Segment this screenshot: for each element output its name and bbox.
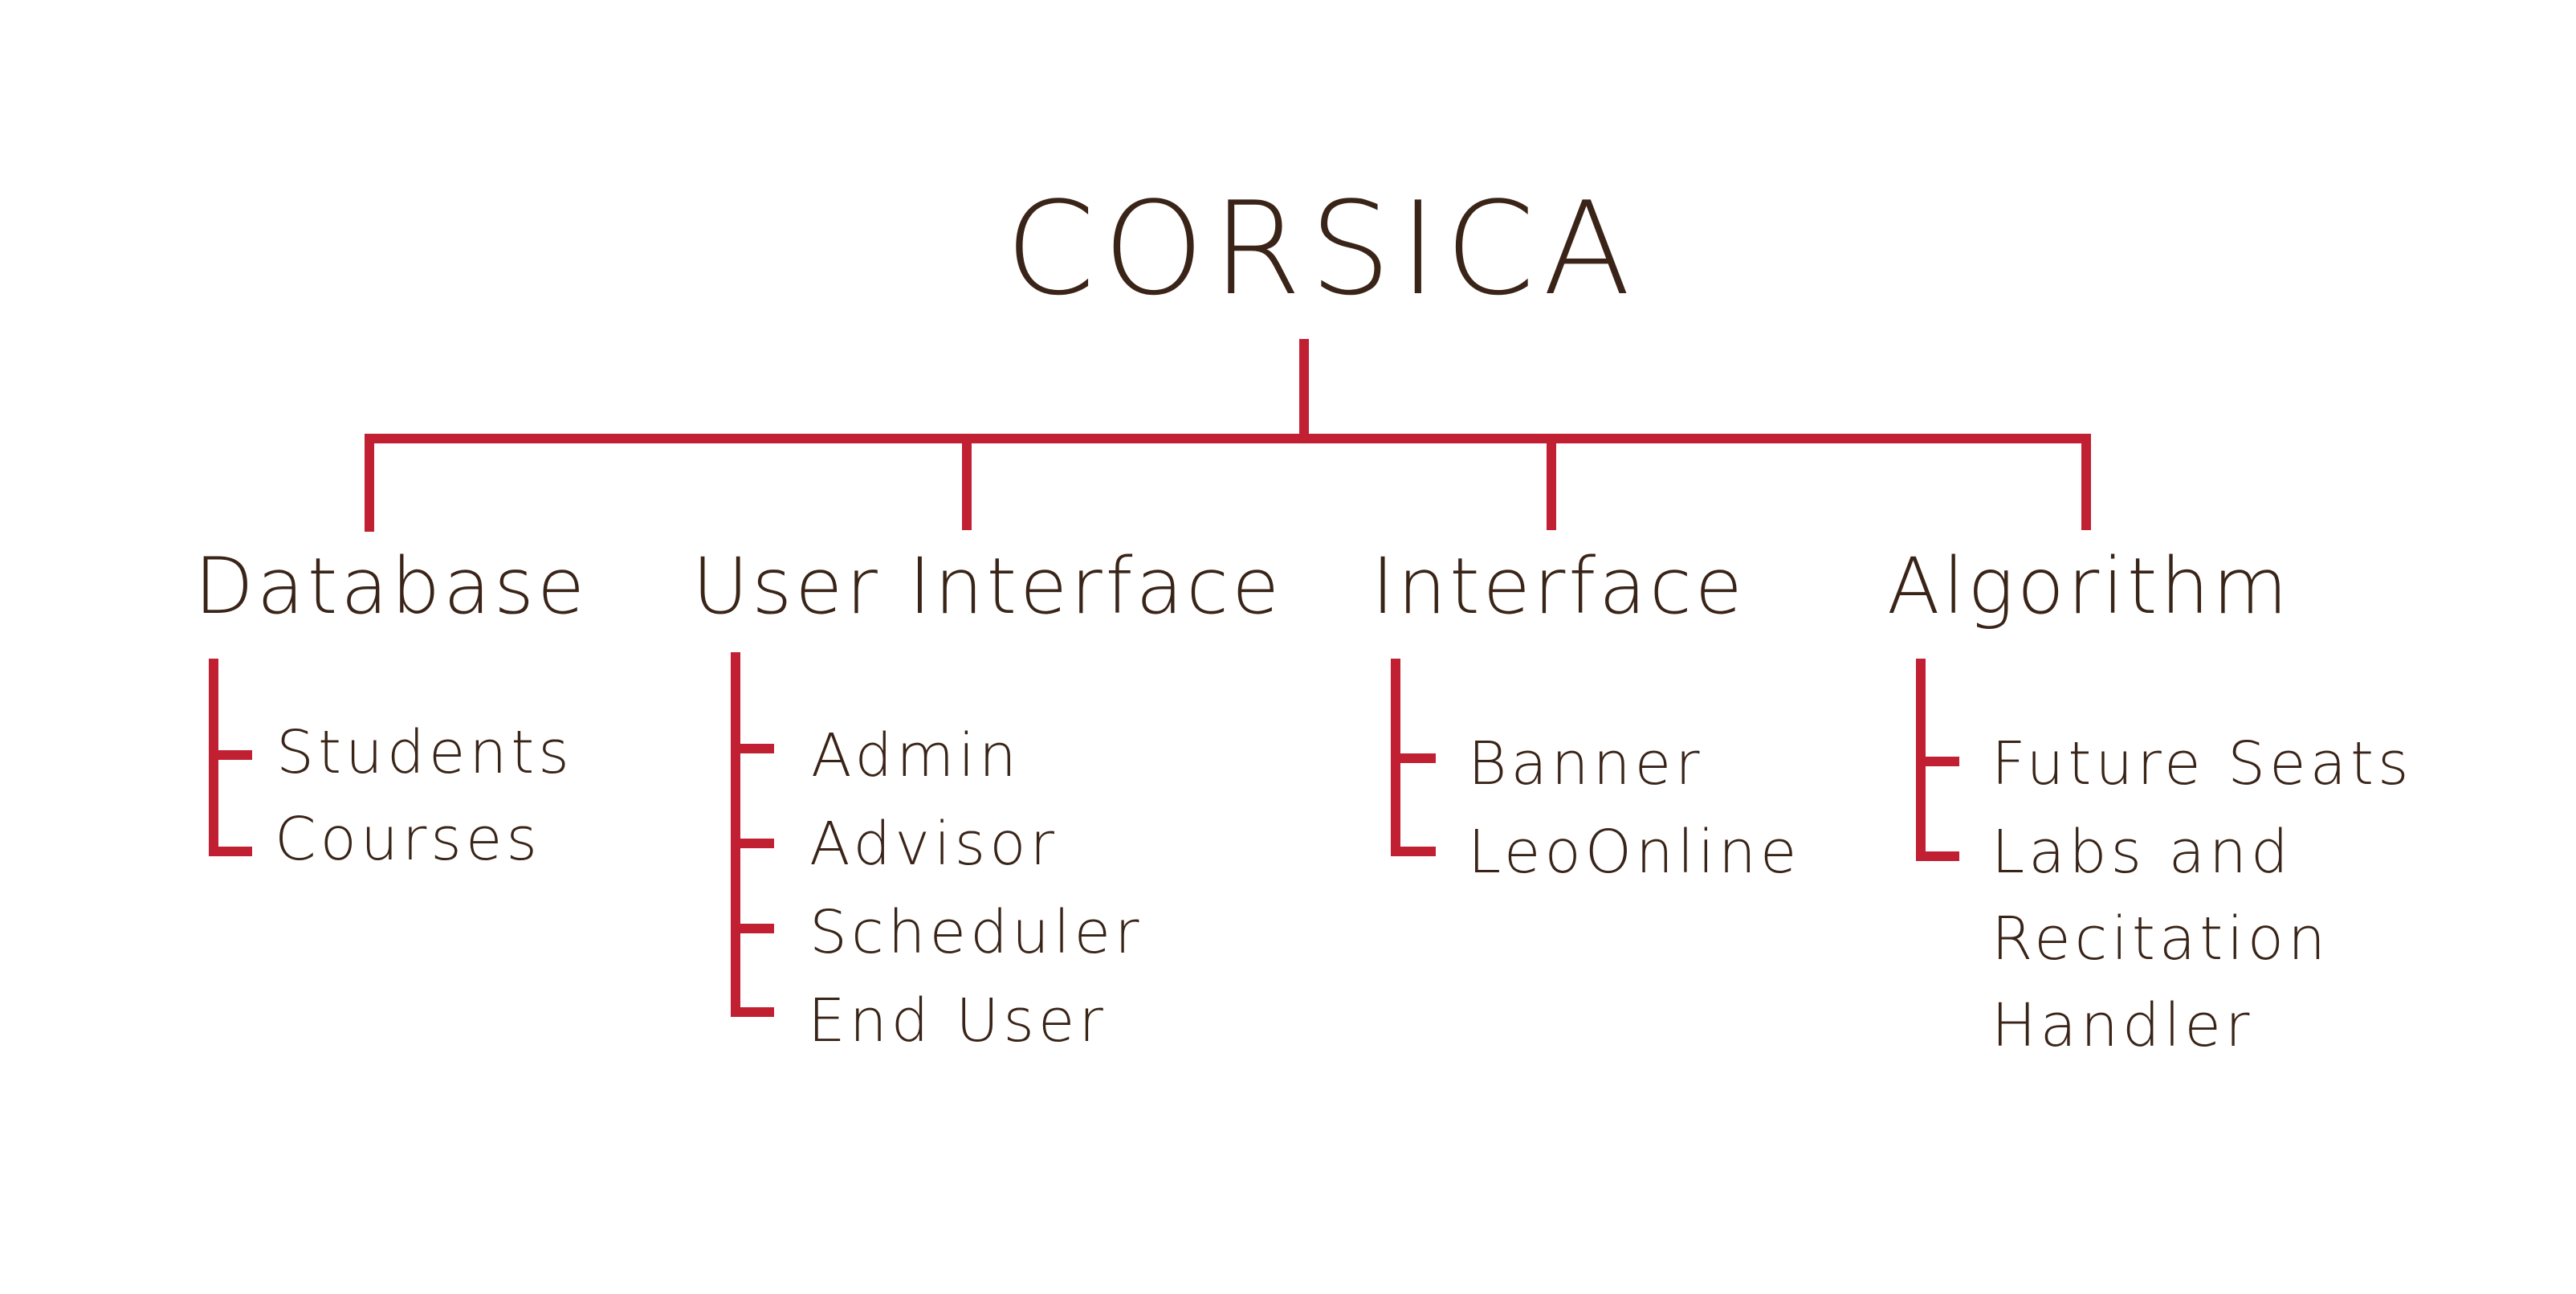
leaf-admin: Admin — [811, 721, 1021, 790]
bracket-database — [209, 659, 252, 856]
root-title: CORSICA — [1005, 173, 1639, 324]
bracket-interface — [1391, 659, 1436, 856]
leaf-future-seats: Future Seats — [1991, 729, 2413, 798]
branch-label-interface: Interface — [1372, 541, 1746, 631]
leaf-labs-and: Labs and — [1991, 818, 2293, 887]
leaf-recitation: Recitation — [1991, 904, 2329, 974]
branch-label-user-interface: User Interface — [692, 541, 1283, 631]
branch-label-database: Database — [194, 541, 589, 631]
bracket-algorithm — [1916, 659, 1959, 861]
branch-label-algorithm: Algorithm — [1887, 541, 2291, 631]
leaf-leoonline: LeoOnline — [1468, 818, 1801, 887]
leaf-advisor: Advisor — [809, 810, 1058, 879]
bracket-user-interface — [731, 652, 774, 1017]
leaf-banner: Banner — [1468, 729, 1704, 798]
leaf-handler: Handler — [1991, 991, 2254, 1060]
leaf-students: Students — [276, 718, 573, 787]
leaf-scheduler: Scheduler — [809, 898, 1143, 967]
leaf-courses: Courses — [275, 805, 541, 874]
leaf-end-user: End User — [808, 986, 1107, 1055]
